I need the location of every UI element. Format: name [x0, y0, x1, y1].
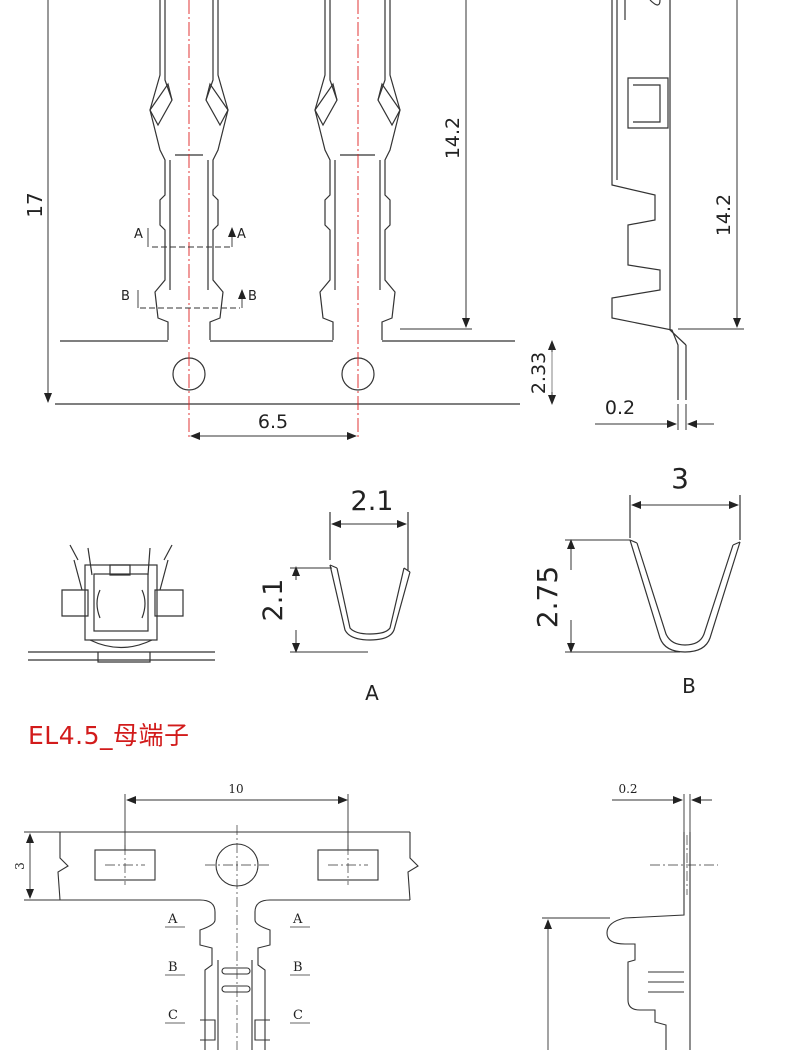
- terminal-left: [149, 0, 229, 340]
- dim-17-label: 17: [23, 192, 47, 217]
- end-view: [28, 544, 215, 663]
- dim-14-2-front: [400, 0, 472, 330]
- bottom-dim-10-label: 10: [228, 782, 243, 796]
- bottom-center-lines: [105, 825, 368, 1050]
- dim-6-5-label: 6.5: [258, 411, 288, 433]
- center-lines: [188, 0, 359, 440]
- svg-text:A: A: [237, 227, 246, 242]
- section-b-profile: [629, 495, 741, 653]
- section-a-profile: [329, 512, 411, 641]
- section-b-height-label: 2.75: [531, 566, 564, 628]
- svg-text:C: C: [293, 1008, 303, 1023]
- bottom-dim-3-label: 3: [13, 862, 27, 870]
- bottom-side-center-lines: [650, 835, 718, 895]
- dim-0-2-side: [595, 404, 714, 430]
- svg-text:A: A: [134, 227, 143, 242]
- bottom-side-height-dim: [542, 917, 610, 1050]
- front-view: [55, 0, 520, 405]
- section-a-label: A: [365, 681, 379, 705]
- section-b-dims: [565, 501, 739, 653]
- svg-text:A: A: [292, 912, 303, 927]
- dim-14-2-front-label: 14.2: [442, 117, 464, 159]
- terminal-right: [314, 0, 401, 340]
- bottom-dim-10: [124, 794, 349, 850]
- svg-text:B: B: [121, 289, 130, 304]
- svg-text:B: B: [168, 960, 178, 975]
- bottom-dim-0-2-label: 0.2: [618, 782, 637, 796]
- section-a-height-label: 2.1: [258, 579, 289, 622]
- svg-text:C: C: [168, 1008, 178, 1023]
- svg-text:B: B: [293, 960, 303, 975]
- svg-text:A: A: [167, 912, 178, 927]
- bottom-dim-3: [24, 831, 60, 901]
- dim-14-2-side-label: 14.2: [713, 194, 735, 236]
- section-b-label: B: [682, 674, 696, 698]
- section-marks: A A B B: [121, 227, 257, 304]
- section-cut-lines: [137, 228, 242, 309]
- side-view: [611, 0, 687, 400]
- svg-text:B: B: [248, 289, 257, 304]
- section-a-width-label: 2.1: [351, 486, 394, 517]
- section-b-width-label: 3: [671, 462, 689, 495]
- bottom-mark-underlines: [165, 926, 310, 1024]
- dim-2-33-label: 2.33: [528, 352, 550, 394]
- section-title: EL4.5_母端子: [28, 721, 190, 750]
- bottom-side-view: [606, 832, 691, 1050]
- bottom-section-marks: A A B B C C: [167, 912, 303, 1023]
- bottom-dim-0-2: [612, 794, 712, 832]
- dim-14-2-side: [678, 0, 744, 330]
- section-a-dims: [290, 520, 407, 653]
- dim-0-2-side-label: 0.2: [605, 397, 635, 419]
